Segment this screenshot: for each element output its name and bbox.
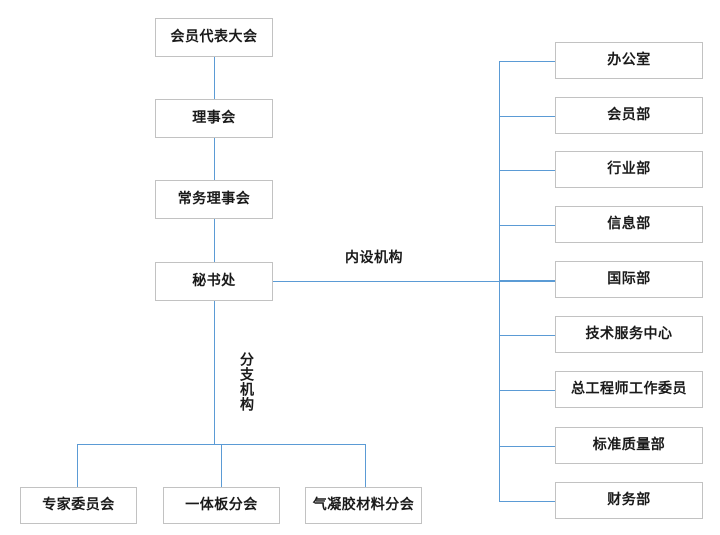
node-information-dept-label: 信息部	[607, 215, 651, 232]
connector-stub-information	[499, 225, 555, 226]
node-office-label: 办公室	[607, 51, 651, 68]
node-aerogel-material-branch[interactable]: 气凝胶材料分会	[305, 487, 422, 524]
node-industry-dept-label: 行业部	[607, 160, 651, 177]
connector-secretariat-to-branch-bar	[214, 301, 215, 444]
node-assembly-label: 会员代表大会	[170, 28, 258, 45]
node-finance-dept-label: 财务部	[607, 491, 651, 508]
connector-stub-industry	[499, 170, 555, 171]
node-membership-dept-label: 会员部	[607, 106, 651, 123]
connector-drop-aerogel	[365, 444, 366, 487]
node-international-dept-label: 国际部	[607, 270, 651, 287]
group-label-internal-departments: 内设机构	[345, 250, 403, 266]
connector-drop-panel	[221, 444, 222, 487]
group-label-branch-organizations: 分支机构	[238, 352, 254, 412]
connector-drop-experts	[77, 444, 78, 487]
node-standards-quality-dept[interactable]: 标准质量部	[555, 427, 703, 464]
connector-secretariat-to-internal-spine	[273, 281, 555, 282]
node-technical-service-center-label: 技术服务中心	[585, 325, 673, 342]
node-aerogel-material-branch-label: 气凝胶材料分会	[312, 496, 415, 513]
node-council-label: 理事会	[192, 109, 236, 126]
node-assembly[interactable]: 会员代表大会	[155, 18, 273, 57]
node-technical-service-center[interactable]: 技术服务中心	[555, 316, 703, 353]
node-information-dept[interactable]: 信息部	[555, 206, 703, 243]
connector-stub-chief-engineer	[499, 390, 555, 391]
node-integrated-panel-branch[interactable]: 一体板分会	[163, 487, 280, 524]
node-international-dept[interactable]: 国际部	[555, 261, 703, 298]
node-standing-council-label: 常务理事会	[177, 190, 251, 207]
connector-council-to-standing	[214, 138, 215, 180]
connector-stub-finance	[499, 501, 555, 502]
connector-stub-office	[499, 61, 555, 62]
connector-stub-membership	[499, 116, 555, 117]
connector-stub-international	[499, 280, 555, 281]
node-secretariat-label: 秘书处	[192, 272, 236, 289]
node-standards-quality-dept-label: 标准质量部	[592, 436, 666, 453]
node-integrated-panel-branch-label: 一体板分会	[185, 496, 258, 513]
node-finance-dept[interactable]: 财务部	[555, 482, 703, 519]
connector-stub-techservice	[499, 335, 555, 336]
node-membership-dept[interactable]: 会员部	[555, 97, 703, 134]
connector-standing-to-secretariat	[214, 219, 215, 262]
connector-internal-spine	[499, 61, 500, 501]
node-chief-engineer-committee-label: 总工程师工作委员	[571, 380, 687, 397]
connector-stub-standards	[499, 446, 555, 447]
node-secretariat[interactable]: 秘书处	[155, 262, 273, 301]
node-industry-dept[interactable]: 行业部	[555, 151, 703, 188]
node-expert-committee[interactable]: 专家委员会	[20, 487, 137, 524]
node-office[interactable]: 办公室	[555, 42, 703, 79]
connector-assembly-to-council	[214, 57, 215, 99]
node-standing-council[interactable]: 常务理事会	[155, 180, 273, 219]
node-council[interactable]: 理事会	[155, 99, 273, 138]
node-expert-committee-label: 专家委员会	[42, 496, 115, 513]
node-chief-engineer-committee[interactable]: 总工程师工作委员	[555, 371, 703, 408]
